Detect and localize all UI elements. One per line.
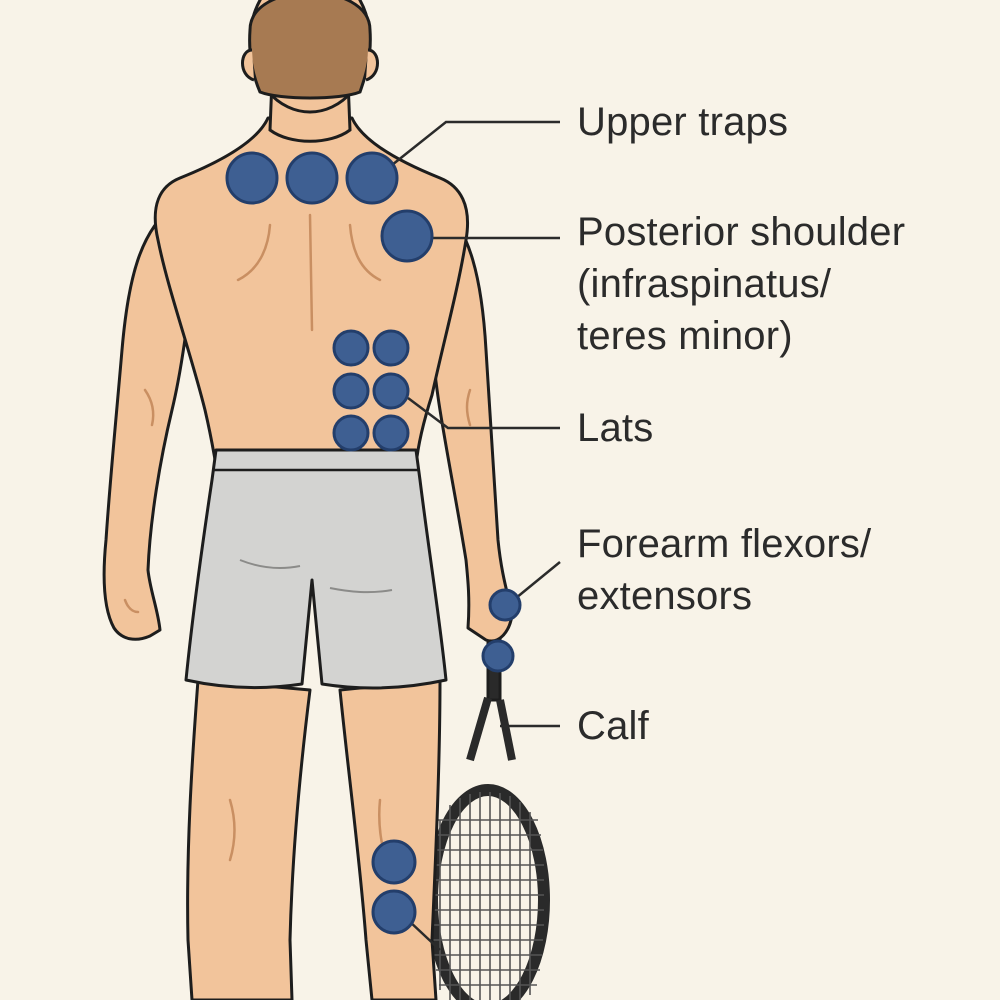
- racket-strings: [432, 792, 544, 1000]
- leader-forearm: [515, 561, 561, 599]
- label-lats: Lats: [577, 402, 653, 454]
- label-upper-traps-line-1: Upper traps: [577, 100, 789, 144]
- tennis-racket: [426, 608, 550, 1000]
- hair: [248, 0, 372, 100]
- marker-upper-traps-3: [345, 151, 399, 205]
- leader-upper-traps: [391, 120, 560, 166]
- marker-lats-3: [332, 372, 370, 410]
- head-group: [241, 0, 379, 143]
- leader-lines: [391, 120, 561, 951]
- label-posterior-shoulder-line-2: (infraspinatus/: [577, 262, 832, 306]
- label-posterior-shoulder: Posterior shoulder (infraspinatus/ teres…: [577, 206, 905, 362]
- label-forearm: Forearm flexors/ extensors: [577, 518, 871, 622]
- shorts-crease: [239, 559, 393, 594]
- left-arm: [102, 203, 198, 641]
- marker-lats-1: [332, 329, 370, 367]
- left-ear: [241, 48, 255, 82]
- label-posterior-shoulder-line-1: Posterior shoulder: [577, 210, 906, 254]
- marker-lats-2: [372, 329, 410, 367]
- marker-lats-4: [372, 372, 410, 410]
- label-forearm-line-1: Forearm flexors/: [577, 522, 872, 566]
- label-posterior-shoulder-line-3: teres minor): [577, 314, 793, 358]
- label-calf-line-1: Calf: [577, 704, 649, 748]
- body-contour-lines: [123, 213, 472, 862]
- marker-posterior-shoulder: [380, 209, 434, 263]
- leader-calf-lower: [407, 919, 441, 951]
- marker-lats-5: [332, 414, 370, 452]
- marker-upper-traps-2: [285, 151, 339, 205]
- racket-throat: [466, 696, 516, 762]
- label-calf: Calf: [577, 700, 649, 752]
- label-upper-traps: Upper traps: [577, 96, 788, 148]
- label-lats-line-1: Lats: [577, 406, 654, 450]
- label-forearm-line-2: extensors: [577, 574, 753, 618]
- right-ear: [365, 48, 379, 82]
- marker-forearm-1: [488, 588, 522, 622]
- marker-forearm-2: [481, 639, 515, 673]
- marker-calf-2: [371, 889, 417, 935]
- marker-calf-1: [371, 839, 417, 885]
- markers: [225, 151, 522, 935]
- left-leg: [186, 678, 312, 1000]
- leader-lats: [407, 397, 560, 430]
- shorts: [184, 448, 448, 690]
- shorts-body: [184, 448, 448, 690]
- marker-upper-traps-1: [225, 151, 279, 205]
- marker-lats-6: [372, 414, 410, 452]
- legs: [186, 678, 442, 1000]
